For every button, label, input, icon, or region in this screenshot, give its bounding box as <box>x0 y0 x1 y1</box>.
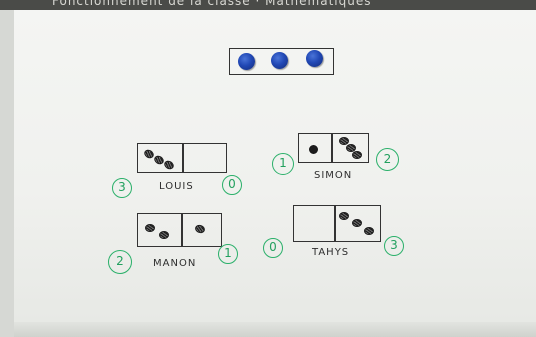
score-left-manon: 2 <box>108 250 132 274</box>
domino-dot-icon <box>339 212 349 220</box>
score-right-tahys: 3 <box>384 236 404 256</box>
blue-magnet-icon <box>238 53 255 70</box>
score-right-manon: 1 <box>218 244 238 264</box>
domino-dot-icon <box>364 227 374 235</box>
blue-magnet-icon <box>306 50 323 67</box>
score-right-louis: 0 <box>222 175 242 195</box>
player-name-manon: MANON <box>153 258 196 269</box>
score-left-louis: 3 <box>112 178 132 198</box>
domino-dot-icon <box>309 145 318 154</box>
domino-dot-icon <box>352 151 362 159</box>
player-name-simon: SIMON <box>314 170 352 181</box>
top-banner-text: Fonctionnement de la classe · Mathématiq… <box>52 0 492 8</box>
domino-dot-icon <box>159 231 169 239</box>
domino-dot-icon <box>352 219 362 227</box>
domino-dot-icon <box>145 224 155 232</box>
top-strip: Fonctionnement de la classe · Mathématiq… <box>0 0 536 10</box>
whiteboard-bottom-edge <box>14 322 536 337</box>
player-name-tahys: TAHYS <box>312 247 349 258</box>
score-right-simon: 2 <box>376 148 399 171</box>
blue-magnet-icon <box>271 52 288 69</box>
score-left-tahys: 0 <box>263 238 283 258</box>
score-left-simon: 1 <box>272 153 294 175</box>
domino-tahys <box>293 205 381 242</box>
player-name-louis: LOUIS <box>159 181 194 192</box>
